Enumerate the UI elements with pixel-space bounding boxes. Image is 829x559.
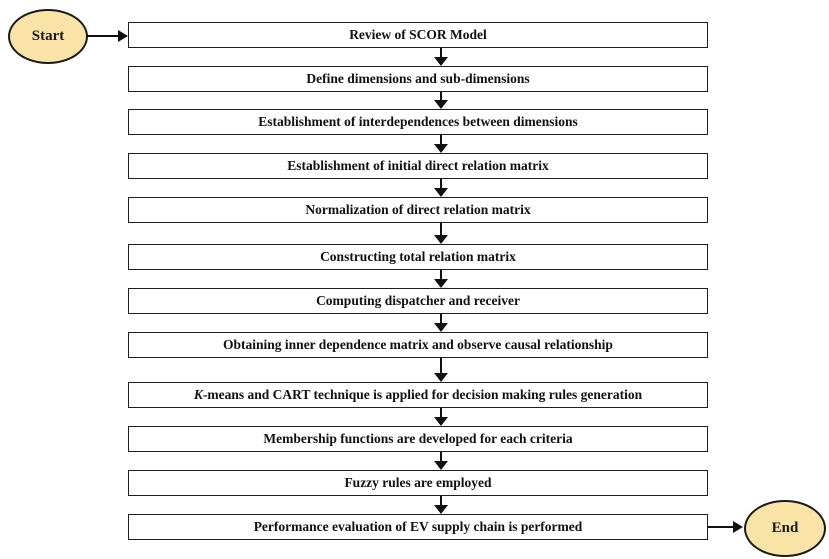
process-box-label: Performance evaluation of EV supply chai… (253, 519, 583, 534)
flow-connector-line (440, 496, 442, 506)
process-box: Fuzzy rules are employed (128, 470, 708, 496)
end-label: End (771, 520, 799, 536)
flow-connector-line (440, 452, 442, 462)
process-box: K-means and CART technique is applied fo… (128, 382, 708, 408)
process-box-label: Constructing total relation matrix (320, 249, 516, 264)
arrow-right-icon (118, 30, 128, 42)
process-box-label: Establishment of initial direct relation… (287, 158, 549, 173)
process-box: Performance evaluation of EV supply chai… (128, 514, 708, 540)
process-box: Review of SCOR Model (128, 22, 708, 48)
arrow-down-icon (434, 235, 448, 244)
flow-connector-line (440, 314, 442, 324)
start-node: Start (8, 9, 88, 64)
start-label: Start (31, 28, 65, 44)
process-box: Membership functions are developed for e… (128, 426, 708, 452)
arrow-down-icon (434, 100, 448, 109)
arrow-right-icon (733, 521, 743, 533)
process-box-label: Review of SCOR Model (349, 27, 487, 42)
flow-connector-line (440, 270, 442, 280)
arrow-down-icon (434, 57, 448, 66)
process-box-label: Computing dispatcher and receiver (316, 293, 520, 308)
italic-lead: K (193, 387, 203, 402)
end-node: End (744, 500, 826, 557)
process-box: Constructing total relation matrix (128, 244, 708, 270)
process-box: Establishment of interdependences betwee… (128, 109, 708, 135)
start-connector-line (86, 35, 120, 37)
flow-connector-line (440, 223, 442, 236)
process-box: Obtaining inner dependence matrix and ob… (128, 332, 708, 358)
flow-connector-line (440, 48, 442, 58)
process-box-label: Define dimensions and sub-dimensions (306, 71, 530, 86)
arrow-down-icon (434, 323, 448, 332)
flow-connector-line (440, 135, 442, 145)
flow-connector-line (440, 179, 442, 189)
process-box: Normalization of direct relation matrix (128, 197, 708, 223)
flow-connector-line (440, 408, 442, 418)
process-box-label: -means and CART technique is applied for… (202, 387, 643, 402)
process-box: Establishment of initial direct relation… (128, 153, 708, 179)
process-box-label: Normalization of direct relation matrix (305, 202, 531, 217)
arrow-down-icon (434, 505, 448, 514)
process-box: Computing dispatcher and receiver (128, 288, 708, 314)
process-box-label: Fuzzy rules are employed (344, 475, 492, 490)
process-box-label: Membership functions are developed for e… (263, 431, 573, 446)
arrow-down-icon (434, 188, 448, 197)
arrow-down-icon (434, 461, 448, 470)
arrow-down-icon (434, 144, 448, 153)
arrow-down-icon (434, 417, 448, 426)
flow-connector-line (440, 358, 442, 374)
process-box: Define dimensions and sub-dimensions (128, 66, 708, 92)
process-box-label: Obtaining inner dependence matrix and ob… (223, 337, 613, 352)
end-connector-line (708, 526, 734, 528)
process-box-label: Establishment of interdependences betwee… (258, 114, 578, 129)
flow-connector-line (440, 92, 442, 101)
arrow-down-icon (434, 279, 448, 288)
arrow-down-icon (434, 373, 448, 382)
